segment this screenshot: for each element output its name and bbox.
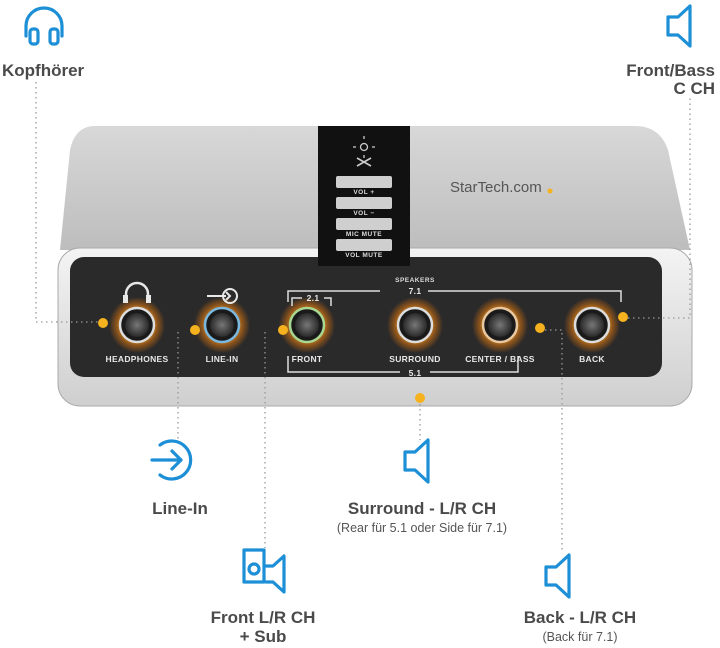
control-button-label: VOL MUTE (345, 252, 383, 259)
jack-socket[interactable] (210, 313, 234, 337)
callout-marker (415, 393, 425, 403)
speaker-icon-back (544, 553, 571, 599)
jack-socket[interactable] (488, 313, 512, 337)
jack-label: LINE-IN (206, 354, 239, 364)
headphones-label: Kopfhörer (2, 61, 85, 80)
settings-icon (353, 136, 375, 158)
audio-jack[interactable] (387, 297, 443, 353)
control-button-label: MIC MUTE (346, 231, 382, 238)
headphones-icon (24, 6, 64, 46)
jack-socket[interactable] (403, 313, 427, 337)
leader-lines (35, 82, 691, 552)
audio-jack[interactable] (194, 297, 250, 353)
callout-marker (190, 325, 200, 335)
panel-headphone-icon-right-cup (146, 295, 151, 303)
jack-label: SURROUND (389, 354, 441, 364)
brand-logo-dot (547, 188, 553, 194)
jack-label: FRONT (292, 354, 323, 364)
line-in-icon (150, 439, 193, 481)
callout-marker (278, 325, 288, 335)
front-label-1: Front L/R CH (211, 608, 316, 627)
jack-socket[interactable] (580, 313, 604, 337)
jack-label: BACK (579, 354, 605, 364)
panel-headphone-icon-left-cup (123, 295, 128, 303)
control-button[interactable] (336, 176, 392, 188)
callout-marker (98, 318, 108, 328)
surround-label: Surround - L/R CH (348, 499, 496, 518)
group-51-label: 5.1 (409, 368, 422, 378)
jack-socket[interactable] (295, 313, 319, 337)
speakers-label: SPEAKERS (395, 277, 435, 284)
tools-icon (356, 157, 372, 167)
control-button-label: VOL − (353, 210, 374, 217)
callout-marker (535, 323, 545, 333)
back-note: (Back für 7.1) (542, 630, 617, 644)
speaker-icon-front-bass (666, 4, 692, 48)
control-button[interactable] (336, 239, 392, 251)
audio-jack[interactable] (472, 297, 528, 353)
callout-marker (618, 312, 628, 322)
front-bass-label-1: Front/Bass (626, 61, 715, 80)
jack-label: CENTER / BASS (465, 354, 535, 364)
panel-headphone-icon (124, 281, 150, 300)
jack-socket[interactable] (125, 313, 149, 337)
control-button[interactable] (336, 218, 392, 230)
back-label: Back - L/R CH (524, 608, 636, 627)
control-button[interactable] (336, 197, 392, 209)
brand-logo: StarTech.com (450, 179, 542, 196)
speaker-icon-surround (403, 438, 430, 484)
audio-jack[interactable] (279, 297, 335, 353)
front-speaker-icon (242, 548, 286, 594)
audio-jack[interactable] (564, 297, 620, 353)
audio-jack[interactable] (109, 297, 165, 353)
line-in-label: Line-In (152, 499, 208, 518)
control-button-label: VOL + (353, 189, 374, 196)
surround-note: (Rear für 5.1 oder Side für 7.1) (337, 521, 507, 535)
front-bass-label-2: C CH (673, 79, 715, 98)
group-21-label: 2.1 (307, 293, 320, 303)
panel-line-in-icon (207, 288, 238, 304)
jack-label: HEADPHONES (106, 354, 169, 364)
front-label-2: + Sub (240, 627, 287, 646)
group-brackets (287, 290, 622, 373)
group-71-label: 7.1 (409, 286, 422, 296)
